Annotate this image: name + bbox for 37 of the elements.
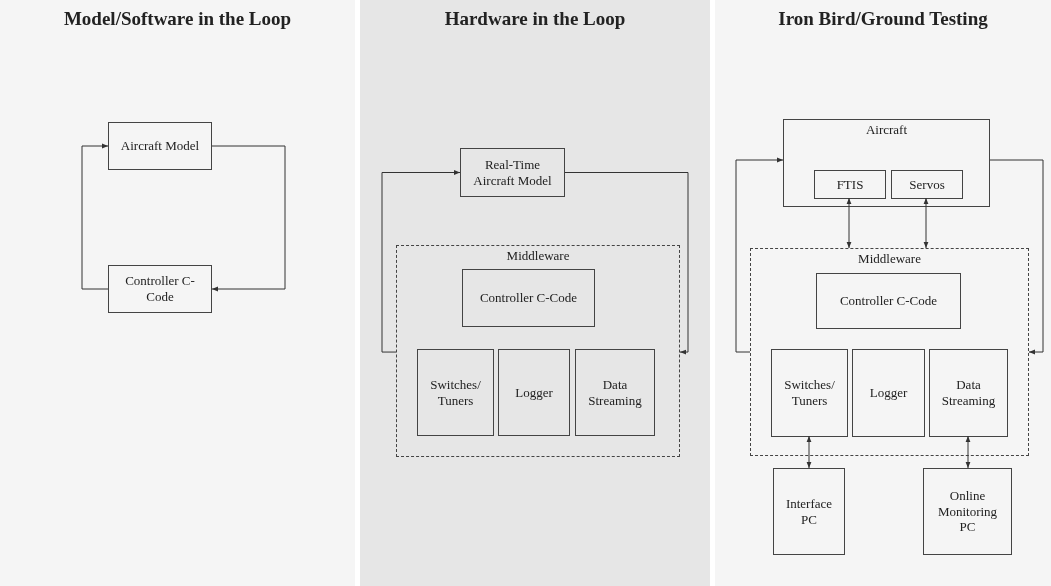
process-box: Data Streaming — [929, 349, 1008, 437]
process-box: Data Streaming — [575, 349, 655, 436]
panel-heading: Model/Software in the Loop — [62, 8, 293, 30]
process-box: Controller C-Code — [462, 269, 595, 327]
arrow — [735, 157, 784, 353]
frame-title: Middleware — [857, 251, 922, 267]
frame-title: Aircraft — [864, 122, 909, 138]
process-box: Aircraft Model — [108, 122, 212, 170]
process-box: FTIS — [814, 170, 886, 199]
process-box: Controller C-Code — [108, 265, 212, 313]
component-frame — [783, 119, 990, 207]
process-box: Logger — [852, 349, 925, 437]
double-arrow — [846, 197, 852, 249]
panel-background — [0, 0, 355, 586]
arrow — [81, 143, 109, 290]
arrow — [564, 172, 689, 355]
dashed-frame — [750, 248, 1029, 456]
dashed-frame — [396, 245, 680, 457]
process-box: Interface PC — [773, 468, 845, 555]
arrow — [211, 145, 286, 292]
process-box: Switches/ Tuners — [771, 349, 848, 437]
double-arrow — [923, 197, 929, 249]
process-box: Servos — [891, 170, 963, 199]
process-box: Controller C-Code — [816, 273, 961, 329]
process-box: Logger — [498, 349, 570, 436]
panel-background — [360, 0, 710, 586]
process-box: Switches/ Tuners — [417, 349, 494, 436]
frame-title: Middleware — [505, 248, 571, 264]
double-arrow — [965, 435, 971, 469]
process-box: Real-Time Aircraft Model — [460, 148, 565, 197]
arrow — [381, 170, 461, 353]
panel-heading: Iron Bird/Ground Testing — [777, 8, 989, 30]
process-box: Online Monitoring PC — [923, 468, 1012, 555]
double-arrow — [806, 435, 812, 469]
panel-background — [715, 0, 1051, 586]
panel-heading: Hardware in the Loop — [443, 8, 627, 30]
arrow — [989, 159, 1044, 355]
